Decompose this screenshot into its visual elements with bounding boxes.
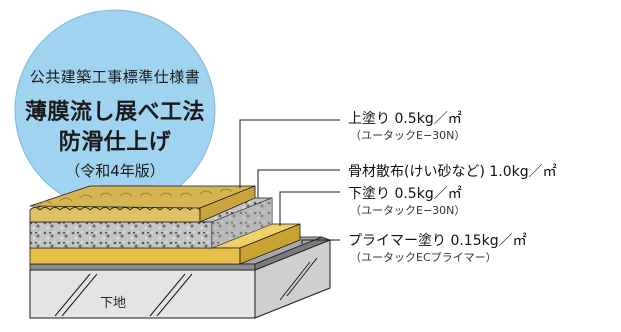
substrate-label: 下地 <box>100 296 127 311</box>
layer-label-primer: プライマー塗り 0.15kg／㎡ <box>348 233 527 249</box>
top-coat-layer <box>29 185 256 223</box>
leader-line-base-coat <box>279 191 340 226</box>
layer-label-base-coat: 下塗り 0.5kg／㎡ <box>348 186 462 202</box>
leader-line-aggregate <box>257 169 340 198</box>
leader-lines <box>239 119 340 244</box>
layer-detail-top-coat: （ユータックE−30N） <box>350 129 466 142</box>
spec-badge-circle <box>14 9 216 211</box>
layer-label-top-coat: 上塗り 0.5kg／㎡ <box>348 111 462 127</box>
layer-detail-primer: （ユータックECプライマー） <box>350 251 497 264</box>
layer-detail-base-coat: （ユータックE−30N） <box>350 204 466 217</box>
leader-line-top-coat <box>239 119 340 188</box>
leader-line-primer <box>301 239 340 244</box>
layer-label-aggregate: 骨材散布(けい砂など) 1.0kg／㎡ <box>348 164 557 180</box>
